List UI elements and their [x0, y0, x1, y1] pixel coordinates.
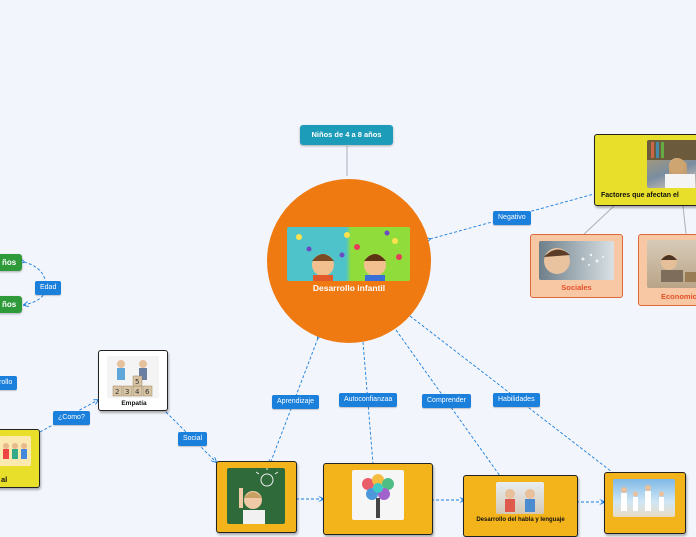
factors-card[interactable]: Factores que afectan el	[594, 134, 696, 206]
tag-comprender[interactable]: Comprender	[422, 394, 471, 408]
child-reading-photo	[647, 140, 696, 188]
kids-talking-photo	[496, 482, 544, 514]
family-beach-photo	[613, 479, 675, 517]
svg-text:5: 5	[135, 378, 139, 386]
svg-text:6: 6	[145, 388, 150, 396]
empathy-label: Empatía	[121, 400, 147, 407]
colorful-tree-photo	[352, 470, 404, 520]
center-title: Desarrollo infantil	[312, 283, 386, 293]
tag-habilidades[interactable]: Habilidades	[493, 393, 540, 407]
social-card-label: al	[1, 475, 8, 484]
tag-aprendizaje[interactable]: Aprendizaje	[272, 395, 319, 409]
center-node[interactable]: Desarrollo infantil	[267, 179, 431, 343]
tag-rollo[interactable]: rollo	[0, 376, 18, 390]
speech-card[interactable]: Desarrollo del habla y lenguaje	[463, 475, 578, 537]
tag-social[interactable]: Social	[178, 432, 208, 446]
children-illustration	[287, 227, 410, 281]
economic-factor-card[interactable]: Economic	[638, 234, 696, 306]
economic-factor-label: Economic	[661, 292, 696, 301]
factors-title: Factores que afectan el	[601, 192, 679, 199]
speech-label: Desarrollo del habla y lenguaje	[476, 517, 565, 523]
tag-autoconfianza[interactable]: Autoconfianzaa	[339, 393, 398, 407]
svg-text:2: 2	[115, 388, 119, 396]
tag-como[interactable]: ¿Como?	[53, 411, 90, 425]
social-factor-label: Sociales	[561, 283, 592, 292]
svg-text:4: 4	[135, 388, 140, 396]
age-node-1[interactable]: ños	[0, 254, 23, 271]
svg-text:3: 3	[125, 388, 129, 396]
tag-negativo[interactable]: Negativo	[493, 211, 531, 225]
social-factor-card[interactable]: Sociales	[530, 234, 623, 298]
social-card[interactable]: al	[0, 429, 40, 488]
boy-blowing-photo	[539, 241, 614, 280]
tag-edad[interactable]: Edad	[35, 281, 62, 295]
learning-card[interactable]	[216, 461, 297, 533]
skills-card[interactable]	[604, 472, 686, 534]
top-node[interactable]: Niños de 4 a 8 años	[300, 125, 393, 145]
age-node-2[interactable]: ños	[0, 296, 23, 313]
top-node-label: Niños de 4 a 8 años	[311, 130, 382, 139]
self-confidence-card[interactable]	[323, 463, 433, 535]
kids-group-photo	[0, 436, 31, 466]
child-chalkboard-photo	[227, 468, 285, 524]
child-floor-photo	[647, 240, 696, 288]
